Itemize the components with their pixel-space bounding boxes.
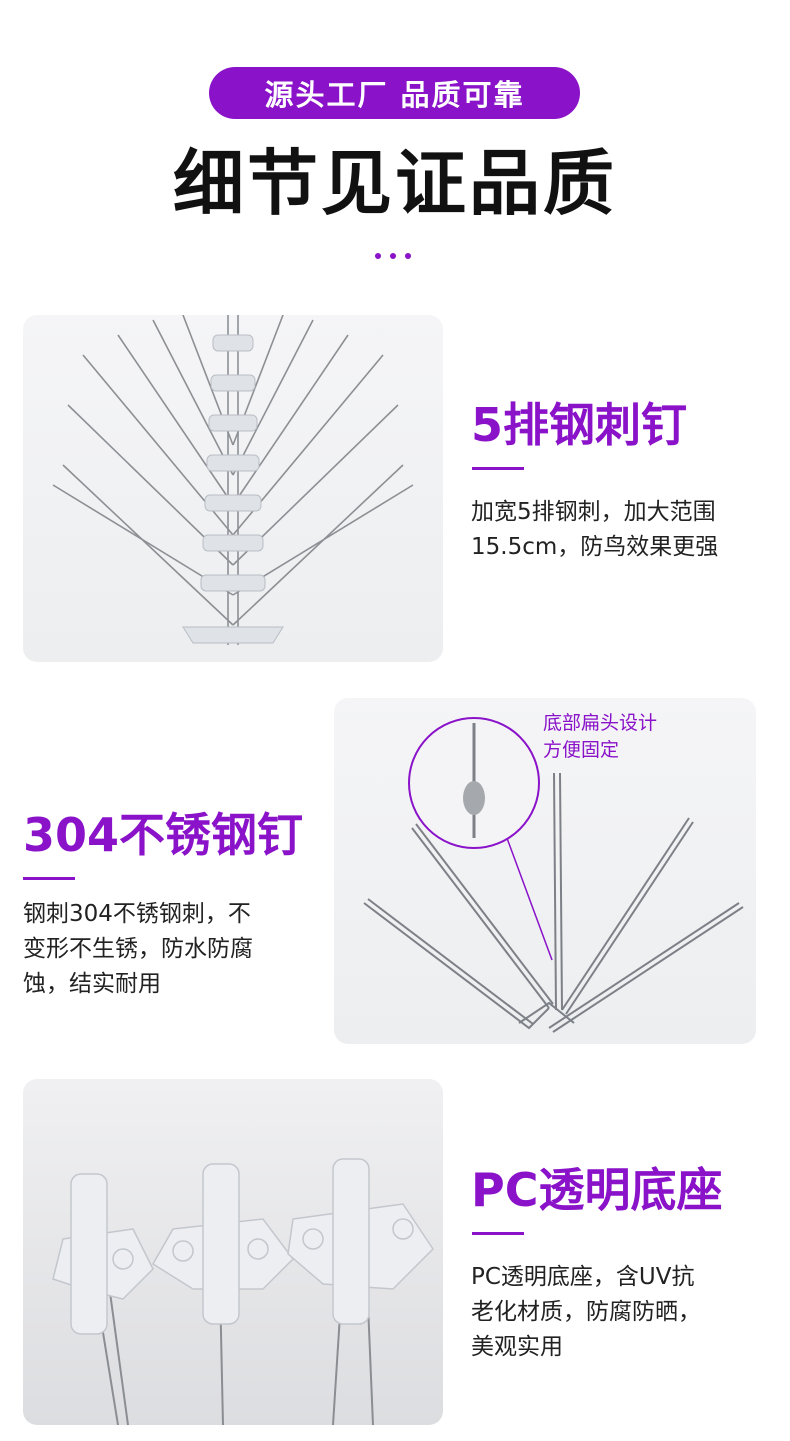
feature-desc-rows: 加宽5排钢刺，加大范围 15.5cm，防鸟效果更强 <box>471 499 719 560</box>
steel-spike-photo <box>334 698 756 1044</box>
feature-rule <box>472 467 524 470</box>
photo-callout: 底部扁头设计 方便固定 <box>543 712 658 761</box>
feature-title-rows: 5排钢刺钉 <box>471 398 688 452</box>
feature-desc-pc: PC透明底座，含UV抗 老化材质，防腐防晒， 美观实用 <box>471 1264 701 1360</box>
feature-rule <box>472 1232 524 1235</box>
page-title: 细节见证品质 <box>172 142 617 225</box>
pc-base-photo <box>23 1079 443 1425</box>
feature-title-pc: PC透明底座 <box>471 1163 723 1217</box>
feature-desc-steel: 钢刺304不锈钢刺，不 变形不生锈，防水防腐 蚀，结实耐用 <box>23 901 253 997</box>
feature-title-steel: 304不锈钢钉 <box>23 808 304 862</box>
decorative-dots <box>375 253 411 259</box>
header-badge: 源头工厂 品质可靠 <box>209 67 580 119</box>
bird-spike-photo-top <box>23 315 443 662</box>
feature-rule <box>23 877 75 880</box>
